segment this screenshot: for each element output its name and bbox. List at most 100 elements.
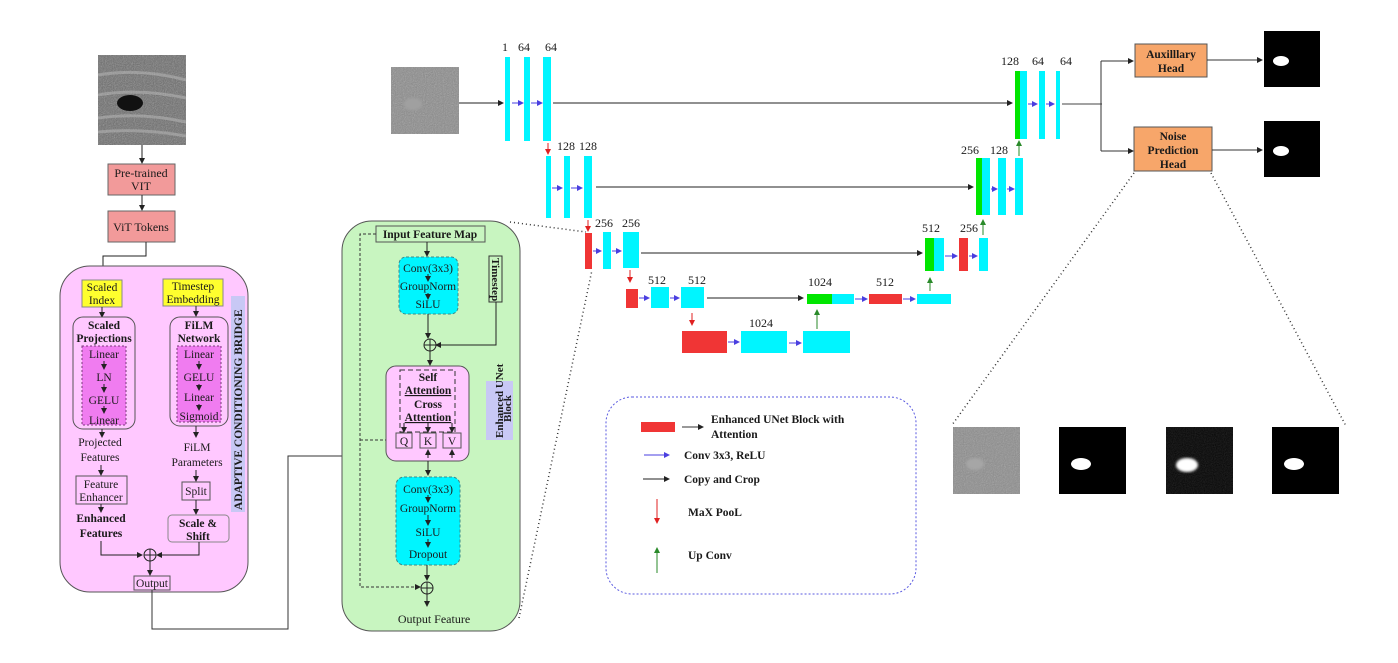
diagram-label: Conv(3x3) <box>403 484 453 496</box>
attention-block <box>959 238 968 271</box>
feature-map-block <box>623 232 639 268</box>
diagram-shape <box>117 95 143 111</box>
unet-decoder: 1024 512 512 256 256 128 128 64 64 <box>807 54 1072 304</box>
diagram-shape <box>1273 56 1289 66</box>
vit-tokens-box: ViT Tokens <box>107 210 176 243</box>
diagram-shape <box>419 432 437 449</box>
diagram-shape <box>641 422 675 432</box>
enhanced-unet-block-title: Enhanced UNet <box>494 363 506 438</box>
diagram-label: Self <box>419 372 438 384</box>
diagram-shape <box>1273 146 1289 156</box>
pretrained-vit-label: Pre-trained <box>114 166 167 180</box>
input-feature-map-label: Input Feature Map <box>383 229 477 241</box>
legend-item-conv: Conv 3x3, ReLU <box>644 450 766 462</box>
pretrained-vit-box: Pre-trained VIT <box>107 163 176 196</box>
diagram-label: Linear <box>89 349 119 361</box>
skip-concat-block <box>976 158 982 215</box>
diagram-label: Linear <box>184 349 214 361</box>
diagram-label: Copy and Crop <box>684 474 760 486</box>
feature-map-block <box>524 57 530 141</box>
final-mask-image <box>1272 427 1339 494</box>
diagram-label: Head <box>1158 63 1185 75</box>
diagram-label: Sigmoid <box>180 411 219 423</box>
connector-arrow <box>435 302 497 348</box>
auxiliary-mask-output <box>1264 31 1320 87</box>
diagram-label: 512 <box>922 221 940 235</box>
diagram-shape <box>404 98 422 110</box>
noise-prediction-mask-output <box>1264 121 1320 177</box>
denoising-mask-image <box>1166 427 1233 494</box>
feature-map-block <box>603 232 611 269</box>
diagram-label: Split <box>185 486 208 498</box>
diagram-label: GELU <box>89 395 120 407</box>
diagram-label: 64 <box>545 40 557 54</box>
feature-map-block <box>979 238 988 271</box>
diagram-shape <box>97 70 187 138</box>
diagram-label: 256 <box>960 221 978 235</box>
feature-map-block <box>832 294 854 304</box>
feature-map-block <box>505 57 510 141</box>
feature-map-block <box>1015 158 1023 215</box>
diagram-label: Attention <box>711 429 758 441</box>
diagram-label: 256 <box>595 216 613 230</box>
film-network-block: FiLM Network Linear GELU Linear Sigmoid <box>169 316 229 427</box>
sum-operator-icon <box>143 548 157 562</box>
diagram-shape <box>1264 31 1320 87</box>
attention-block: Self Attention Cross Attention Q K V <box>385 365 470 462</box>
diagram-shape <box>442 432 462 449</box>
pretrained-vit-label: VIT <box>131 179 152 193</box>
feature-map-block <box>1056 71 1060 139</box>
noise-prediction-head-box: Noise Prediction Head <box>1133 126 1213 172</box>
diagram-shape <box>1284 458 1304 470</box>
diagram-shape <box>486 381 513 440</box>
enhanced-features-label: Features <box>80 528 123 540</box>
attention-block <box>626 289 638 308</box>
skip-concat-block <box>1015 71 1020 139</box>
legend-item-enhanced-block: Enhanced UNet Block with Attention <box>641 414 845 441</box>
diagram-shape <box>605 396 917 595</box>
diagram-shape <box>1059 427 1126 494</box>
diagram-shape <box>1133 126 1213 172</box>
diagram-shape <box>231 296 245 512</box>
diagram-label: Dropout <box>409 549 448 561</box>
film-parameters-label: FiLM <box>184 442 211 454</box>
feature-map-block <box>543 57 551 141</box>
diagram-label: GroupNorm <box>400 503 456 515</box>
scaled-index-label: Index <box>89 295 115 307</box>
diagram-label: 128 <box>557 139 575 153</box>
connector-arrow <box>100 541 143 558</box>
scale-shift-box: Scale & Shift <box>167 514 230 543</box>
feature-map-block <box>982 158 990 215</box>
diagram-label: 128 <box>990 143 1008 157</box>
skip-concat-block <box>807 294 832 304</box>
enhanced-unet-block-detail: Input Feature Map Conv(3x3) GroupNorm Si… <box>341 220 521 632</box>
diagram-label: Auxilllary <box>1146 49 1196 61</box>
diagram-label: GELU <box>184 372 215 384</box>
legend: Enhanced UNet Block with Attention Conv … <box>605 396 917 595</box>
query-label: Q <box>400 436 409 448</box>
diagram-label: Projections <box>76 333 132 345</box>
diagram-shape <box>395 432 413 449</box>
projected-features-label: Projected <box>78 437 122 449</box>
scaled-index-label: Scaled <box>87 282 118 294</box>
timestep-label: Timestep <box>489 258 501 301</box>
feature-map-block <box>564 156 570 218</box>
predicted-mask-image <box>1059 427 1126 494</box>
diagram-label: 256 <box>622 216 640 230</box>
diagram-label: Feature <box>84 479 118 491</box>
diagram-label: Network <box>178 333 221 345</box>
diagram-label: 512 <box>876 275 894 289</box>
feature-enhancer-box: Feature Enhancer <box>75 475 128 505</box>
feature-map-block <box>1020 71 1027 139</box>
key-label: K <box>424 436 433 448</box>
diagram-label: SiLU <box>416 299 442 311</box>
diagram-label: LN <box>96 372 112 384</box>
noisy-input-image <box>391 67 459 134</box>
unet-encoder: 1 64 64 128 128 256 256 512 512 <box>502 40 1013 353</box>
attention-block <box>869 294 902 304</box>
diagram-label: 64 <box>1032 54 1044 68</box>
feature-map-block <box>917 294 951 304</box>
diagram-shape <box>966 458 984 470</box>
diagram-shape <box>1071 458 1091 470</box>
diagram-label: Linear <box>184 392 214 404</box>
